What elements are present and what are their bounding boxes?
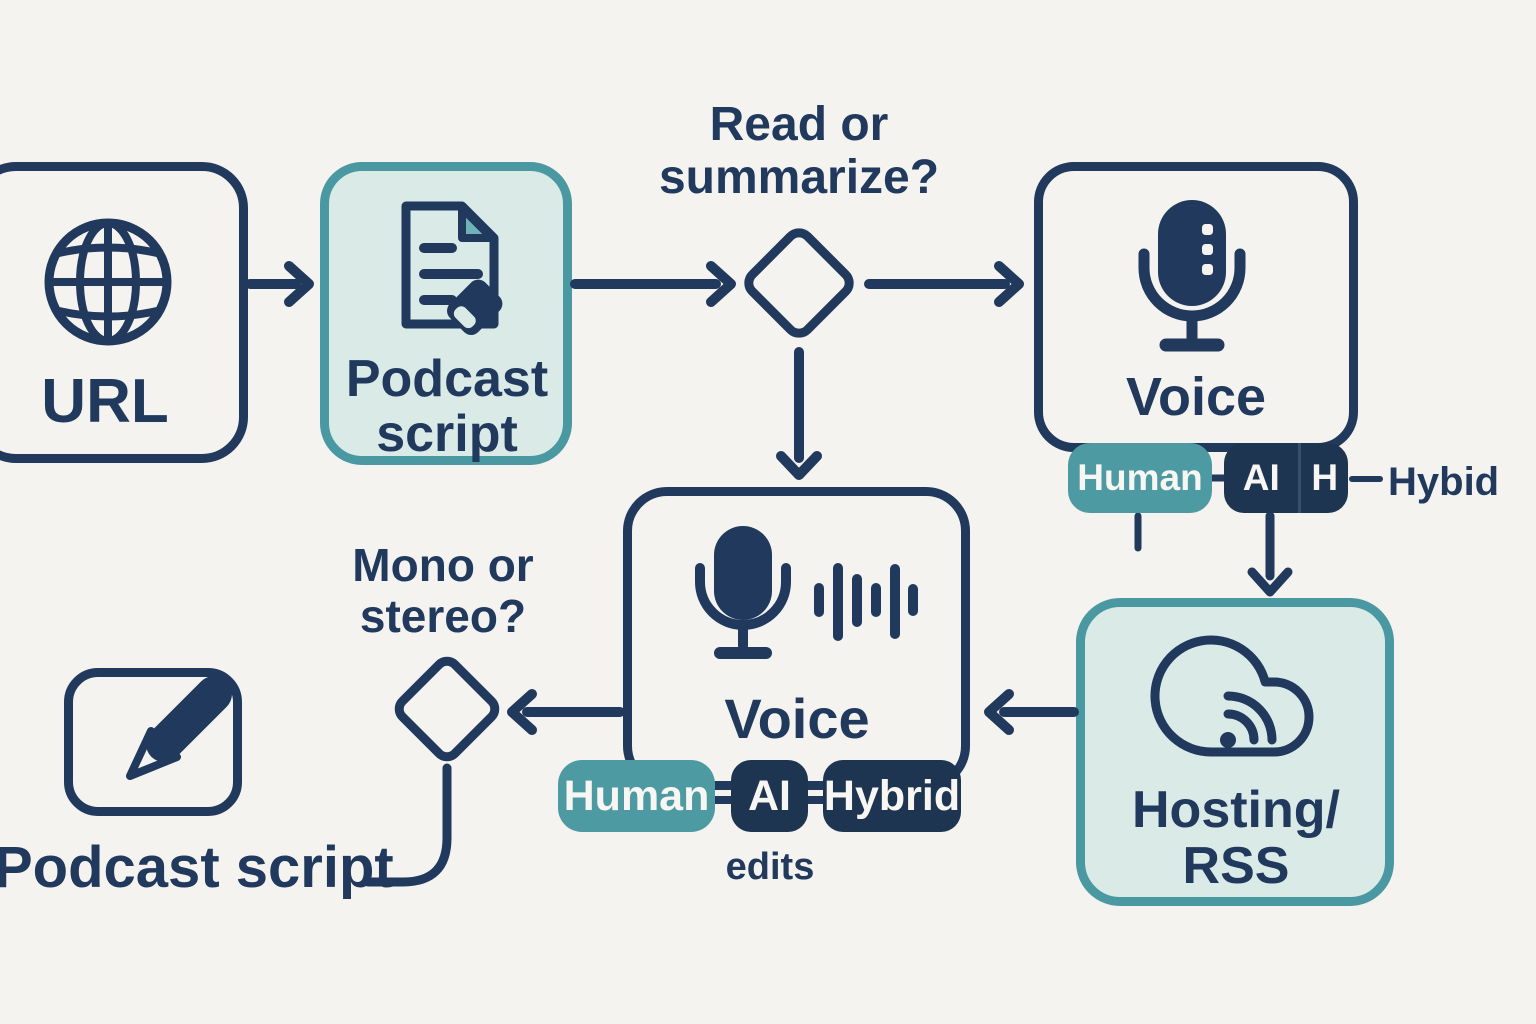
arrow-ai-to-hosting bbox=[1247, 511, 1293, 597]
badge-human-top: Human bbox=[1068, 443, 1212, 513]
microphone-icon-mid bbox=[695, 526, 791, 659]
node-podcast-script-box bbox=[320, 162, 572, 465]
node-voice-mid-box bbox=[623, 487, 970, 790]
curve-mono-to-script-output bbox=[363, 763, 452, 887]
hybid-annotation: Hybid bbox=[1388, 460, 1500, 504]
decision-read-diamond bbox=[744, 228, 854, 338]
tag-icon bbox=[447, 279, 503, 335]
pen-icon bbox=[126, 676, 232, 780]
decision-mono-diamond bbox=[394, 656, 500, 762]
cloud-rss-icon bbox=[1150, 635, 1314, 757]
podcast-script-label: Podcast script bbox=[345, 350, 549, 463]
read-decision-label: Read or summarize? bbox=[658, 98, 940, 204]
script-document-icon bbox=[401, 201, 503, 335]
arrow-hosting-to-voice bbox=[984, 689, 1079, 735]
microphone-icon-top bbox=[1138, 200, 1246, 352]
podcast-script-output-label: Podcast script bbox=[0, 835, 394, 900]
arrow-decision-down bbox=[776, 347, 822, 480]
badge-h-segment: H bbox=[1311, 457, 1339, 498]
mono-decision-label: Mono or stereo? bbox=[352, 539, 534, 642]
badge-hybrid-mid: Hybrid bbox=[823, 760, 961, 832]
badge-ai-mid: AI bbox=[731, 760, 808, 832]
waveform-icon bbox=[814, 563, 918, 641]
badge-ai-segment: AI bbox=[1242, 457, 1280, 498]
badge-human-mid: Human bbox=[558, 760, 715, 832]
arrow-script-to-decision bbox=[570, 261, 736, 307]
globe-icon bbox=[44, 218, 172, 346]
edits-annotation: edits bbox=[725, 846, 815, 888]
arrow-decision-to-voice bbox=[864, 261, 1024, 307]
arrow-url-to-script bbox=[245, 261, 314, 307]
badge-ai-h-top: AI H bbox=[1224, 443, 1348, 513]
url-label: URL bbox=[41, 367, 169, 436]
badge-divider bbox=[1298, 443, 1302, 513]
voice-top-label: Voice bbox=[1125, 367, 1267, 427]
voice-mid-label: Voice bbox=[724, 687, 870, 750]
arrow-voice-to-mono bbox=[507, 689, 625, 735]
hosting-rss-label: Hosting/ RSS bbox=[1132, 781, 1340, 895]
